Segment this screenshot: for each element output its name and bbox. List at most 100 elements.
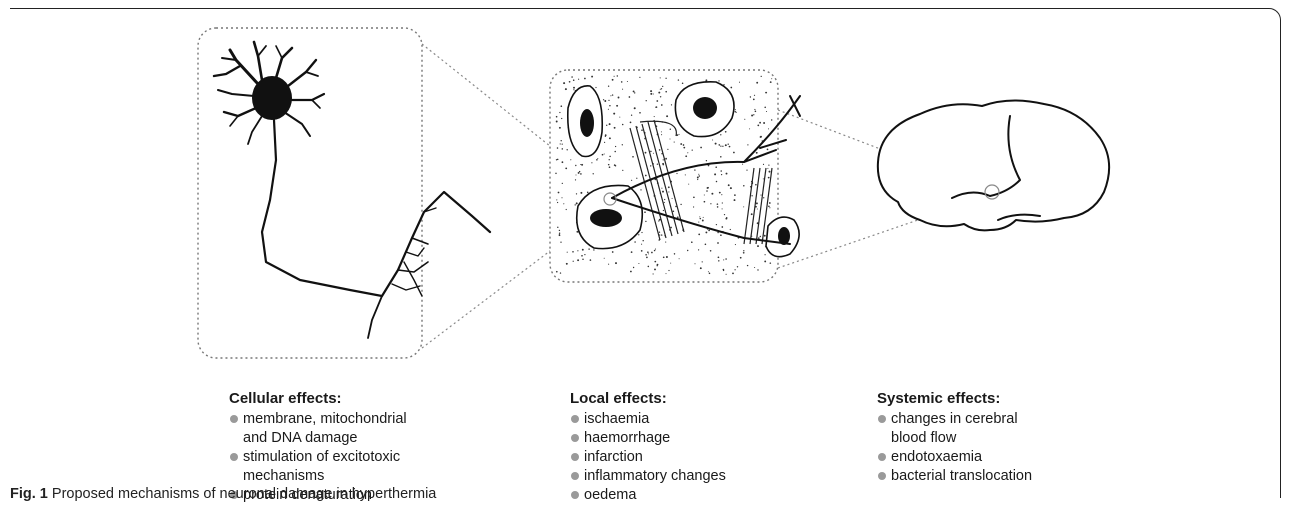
stipple-dot: [687, 250, 688, 251]
stipple-dot: [615, 262, 617, 264]
stipple-dot: [581, 255, 583, 257]
stipple-dot: [651, 252, 653, 254]
stipple-dot: [588, 248, 589, 249]
bullet-icon: [571, 453, 579, 461]
stipple-dot: [694, 169, 695, 170]
stipple-dot: [614, 151, 616, 153]
stipple-dot: [582, 249, 584, 251]
stipple-dot: [758, 237, 760, 239]
stipple-dot: [765, 92, 767, 94]
stipple-dot: [563, 203, 564, 204]
stipple-dot: [678, 79, 679, 80]
stipple-dot: [654, 268, 656, 270]
list-item: endotoxaemia: [877, 448, 1117, 467]
stipple-dot: [721, 226, 723, 228]
stipple-dot: [622, 89, 623, 90]
stipple-dot: [688, 184, 689, 185]
stipple-dot: [764, 107, 766, 109]
stipple-dot: [725, 144, 727, 146]
stipple-dot: [747, 265, 748, 266]
stipple-dot: [615, 146, 616, 147]
stipple-dot: [717, 242, 719, 244]
stipple-dot: [770, 81, 772, 83]
stipple-dot: [665, 78, 666, 79]
stipple-dot: [751, 213, 753, 215]
bullet-icon: [571, 472, 579, 480]
systemic-effects-list: changes in cerebral blood flow endotoxae…: [877, 410, 1117, 486]
stipple-dot: [703, 217, 704, 218]
stipple-dot: [760, 236, 761, 237]
stipple-dot: [665, 242, 666, 243]
stipple-dot: [754, 267, 755, 268]
stipple-dot: [578, 172, 580, 174]
stipple-dot: [573, 87, 575, 89]
bullet-icon: [571, 415, 579, 423]
stipple-dot: [604, 100, 606, 102]
stipple-dot: [661, 131, 662, 132]
stipple-dot: [769, 202, 771, 204]
stipple-dot: [556, 199, 557, 200]
stipple-dot: [737, 266, 738, 267]
stipple-dot: [648, 253, 649, 254]
stipple-dot: [669, 138, 670, 139]
stipple-dot: [683, 144, 685, 146]
stipple-dot: [664, 202, 665, 203]
local-effects-heading: Local effects:: [570, 390, 810, 408]
stipple-dot: [561, 105, 563, 107]
stipple-dot: [627, 81, 628, 82]
stipple-dot: [710, 250, 712, 252]
stipple-dot: [587, 192, 589, 194]
stipple-dot: [622, 144, 623, 145]
caption-text: Proposed mechanisms of neuronal damage i…: [52, 486, 436, 502]
stipple-dot: [650, 151, 652, 153]
stipple-dot: [766, 111, 767, 112]
stipple-dot: [656, 106, 658, 108]
stipple-dot: [679, 258, 680, 259]
stipple-dot: [744, 119, 745, 120]
stipple-dot: [768, 128, 769, 129]
stipple-dot: [660, 77, 661, 78]
stipple-dot: [657, 164, 658, 165]
stipple-dot: [584, 254, 585, 255]
stipple-dot: [614, 76, 615, 77]
stipple-dot: [557, 202, 558, 203]
stipple-dot: [685, 174, 686, 175]
list-item: haemorrhage: [570, 429, 810, 448]
stipple-dot: [678, 134, 679, 135]
stipple-dot: [666, 256, 668, 258]
local-effects-column: Local effects: ischaemia haemorrhage inf…: [570, 390, 810, 505]
stipple-dot: [613, 113, 615, 115]
stipple-dot: [747, 144, 748, 145]
stipple-dot: [650, 165, 651, 166]
stipple-dot: [763, 164, 764, 165]
stipple-dot: [636, 178, 637, 179]
stipple-dot: [717, 203, 719, 205]
stipple-dot: [700, 267, 702, 269]
stipple-dot: [671, 104, 672, 105]
stipple-dot: [602, 154, 604, 156]
stipple-dot: [664, 199, 665, 200]
stipple-dot: [645, 221, 646, 222]
list-item: inflammatory changes: [570, 467, 810, 486]
stipple-dot: [716, 181, 718, 183]
stipple-dot: [767, 168, 768, 169]
stipple-dot: [764, 254, 765, 255]
stipple-dot: [726, 173, 728, 175]
stipple-dot: [631, 180, 632, 181]
stipple-dot: [562, 148, 564, 150]
stipple-dot: [724, 214, 725, 215]
stipple-dot: [617, 75, 618, 76]
stipple-dot: [569, 81, 571, 83]
stipple-dot: [640, 189, 641, 190]
stipple-dot: [722, 208, 723, 209]
brain-icon: [878, 100, 1109, 230]
list-item: infarction: [570, 448, 810, 467]
stipple-dot: [634, 241, 636, 243]
stipple-dot: [685, 155, 687, 157]
stipple-dot: [562, 144, 563, 145]
stipple-dot: [557, 147, 559, 149]
stipple-dot: [612, 94, 613, 95]
stipple-dot: [730, 229, 731, 230]
stipple-dot: [675, 206, 676, 207]
stipple-dot: [557, 227, 558, 228]
